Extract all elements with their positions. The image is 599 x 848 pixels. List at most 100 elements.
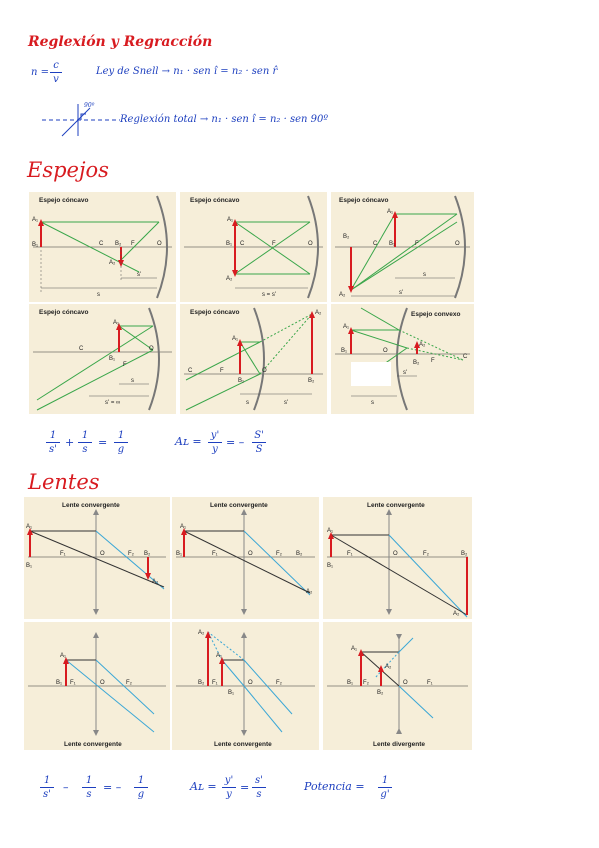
lens-eq-frac-d: y'y (222, 775, 236, 800)
mirror-panel-2: Espejo cóncavo A₁ B₁ C F O A₂ s = s' (180, 192, 327, 302)
label-f1: F₁ (212, 551, 218, 557)
label-o: O (149, 346, 154, 352)
lens-panel-4: A₁ B₁ F₁ O F₂ Lente convergente (24, 622, 170, 750)
label-a1: A₁ (113, 320, 119, 326)
label-b1: B₁ (26, 563, 32, 569)
label-s: s (246, 400, 249, 406)
n-eq-den: v (53, 74, 59, 85)
lens-panel-title: Lente convergente (210, 502, 268, 509)
mirror-panel-title: Espejo cóncavo (39, 309, 89, 316)
label-a2: A₂ (315, 310, 322, 316)
label-f2: F₂ (126, 680, 133, 686)
lens-panel-title: Lente convergente (62, 502, 120, 509)
label-c: C (240, 241, 245, 247)
label-a1: A₁ (327, 528, 333, 534)
label-b2: B₂ (144, 551, 151, 557)
label-f1: F₁ (60, 551, 66, 557)
label-a1: A₁ (387, 209, 393, 215)
mirror-panel-4: Espejo cóncavo A₁ C B₁ O F s s' = ∞ (29, 304, 176, 414)
label-b1: B₁ (347, 680, 353, 686)
label-a1: A₁ (32, 217, 38, 223)
label-s-prime: s' (284, 400, 288, 406)
label-s: s (423, 272, 426, 278)
title-lentes: Lentes (28, 470, 100, 494)
lens-panel-title: Lente divergente (373, 741, 425, 748)
mirror-panel-5: Espejo cóncavo A₂ A₁ C F B₁ O B₂ s s' (180, 304, 327, 414)
label-o: O (100, 680, 105, 686)
title-reflexion-refraccion: Reglexión y Regracción (28, 34, 213, 50)
label-o: O (248, 680, 253, 686)
lens-panel-3: Lente convergente A₁ B₁ F₁ O F₂ B₂ A₂ (323, 497, 472, 619)
mirror-panel-6: Espejo convexo A₁ B₁ O A₂ B₂ F C s s' (331, 304, 474, 414)
label-a1: A₁ (232, 336, 238, 342)
lens-eq-frac-e: s's (252, 775, 266, 800)
label-f2: F₂ (363, 680, 370, 686)
mirror-eq-al-label: Aʟ = (175, 435, 202, 448)
label-f2: F₂ (423, 551, 430, 557)
label-c: C (463, 354, 468, 360)
lens-panel-title: Lente convergente (64, 741, 122, 748)
label-o: O (383, 348, 388, 354)
label-f1: F₁ (347, 551, 353, 557)
lens-panel-1: Lente convergente A₁ B₁ F₁ O F₂ B₂ A₂ (24, 497, 170, 619)
label-a2: A₂ (419, 342, 426, 348)
label-a1: A₁ (180, 524, 186, 530)
mirror-eq-equals: = (98, 436, 108, 449)
label-b1: B₁ (32, 242, 38, 248)
label-b1: B₁ (56, 680, 62, 686)
label-s: s (131, 378, 134, 384)
label-b2: B₂ (115, 241, 122, 247)
label-o: O (308, 241, 313, 247)
label-b1: B₁ (341, 348, 347, 354)
lens-panel-2: Lente convergente A₁ B₁ F₁ O F₂ B₂ A₂ (172, 497, 319, 619)
lens-eq-al-label: Aʟ = (190, 780, 217, 793)
label-f2: F₂ (128, 551, 135, 557)
label-f: F (272, 241, 276, 247)
label-b2: B₂ (343, 234, 350, 240)
label-f: F (415, 241, 419, 247)
label-a1: A₁ (351, 646, 357, 652)
mirror-eq-plus: + (65, 436, 75, 449)
mirror-panel-3: Espejo cóncavo A₁ B₂ C B₁ F O A₂ s s' (331, 192, 474, 302)
label-o: O (248, 551, 253, 557)
lens-panel-title: Lente convergente (367, 502, 425, 509)
label-c: C (99, 241, 104, 247)
mirror-panel-title: Espejo cóncavo (190, 197, 240, 204)
label-a2: A₂ (385, 664, 392, 670)
label-f2: F₂ (276, 680, 283, 686)
label-a2: A₂ (198, 630, 205, 636)
label-a2: A₂ (306, 589, 313, 595)
label-a1: A₁ (227, 217, 233, 223)
angle-90-label: 90º (84, 102, 95, 109)
label-b2: B₂ (198, 680, 205, 686)
label-o: O (393, 551, 398, 557)
label-f1: F₁ (427, 680, 433, 686)
label-f2: F₂ (276, 551, 283, 557)
n-eq-num: c (53, 60, 59, 71)
total-reflection-diagram (42, 104, 120, 137)
label-o: O (403, 680, 408, 686)
label-a1: A₁ (26, 524, 32, 530)
label-b1: B₁ (327, 563, 333, 569)
label-s-prime: s' (403, 370, 407, 376)
label-a2: A₂ (453, 611, 460, 617)
snell-law: Ley de Snell → n₁ · sen î = n₂ · sen r̂ (96, 66, 278, 77)
total-reflection: Reglexión total → n₁ · sen î = n₂ · sen … (120, 114, 329, 125)
label-f: F (220, 368, 224, 374)
mirror-panel-title: Espejo cóncavo (339, 197, 389, 204)
label-f: F (123, 362, 127, 368)
lens-panel-5: A₂ A₁ B₂ F₁ B₁ O F₂ Lente convergente (172, 622, 319, 750)
label-s-eq-s-prime: s = s' (262, 292, 276, 298)
label-a2: A₂ (109, 260, 116, 266)
mirror-eq-frac-e: S'S (252, 430, 266, 455)
mirror-panel-1: Espejo cóncavo A₁ B₁ C B₂ F O A₂ s s' (29, 192, 176, 302)
label-b1: B₁ (238, 378, 244, 384)
label-a1: A₁ (60, 653, 66, 659)
label-f: F (131, 241, 135, 247)
